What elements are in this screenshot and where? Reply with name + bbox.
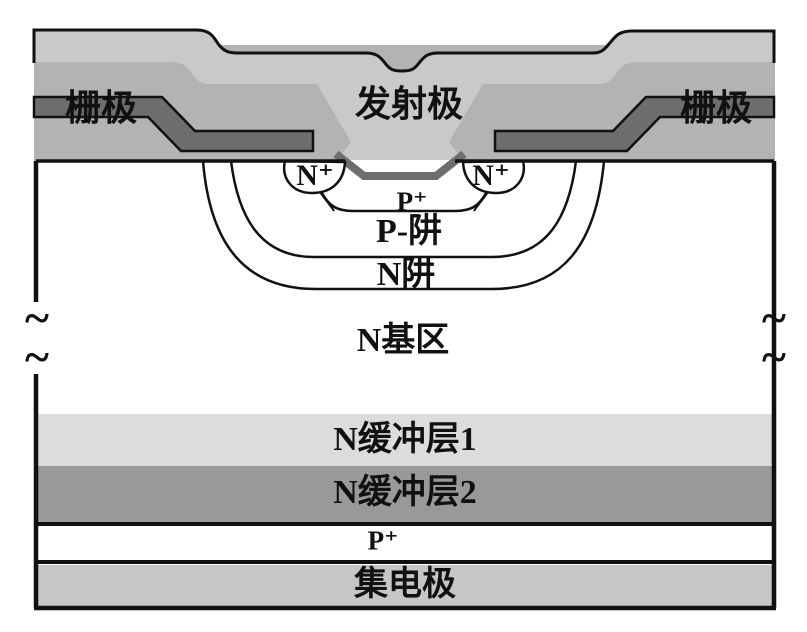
break-mark-left-bottom: ~ [25,331,49,382]
n-base-label: N基区 [356,322,450,359]
break-mark-right-top: ~ [762,292,786,343]
gate-right-label: 栅极 [679,88,753,128]
p-well-label: P-阱 [375,213,443,250]
n-buffer-2-label: N缓冲层2 [333,474,477,511]
n-plus-right-label: N⁺ [472,159,510,192]
n-plus-region-left [282,159,347,195]
p-plus-boundary [320,192,488,213]
emitter-label: 发射极 [354,84,464,124]
n-buffer-layer-1 [38,414,772,466]
collector-layer [38,565,772,606]
p-plus-substrate-label: P⁺ [367,525,399,556]
break-mark-left-top: ~ [25,292,49,343]
n-plus-left-label: N⁺ [296,159,334,192]
n-buffer-1-label: N缓冲层1 [333,421,477,458]
p-well-boundary [229,160,578,259]
n-well-boundary [201,160,606,291]
gate-left-label: 栅极 [64,88,138,128]
gate-poly-left [32,95,315,153]
n-well-label: N阱 [376,256,436,293]
top-passivation-band [34,30,774,84]
body-border [33,161,777,611]
n-base-region [36,160,774,609]
trench-contact-liner [333,150,467,180]
n-buffer-layer-2 [38,466,772,523]
emitter-metal-block [317,84,483,178]
n-plus-region-right [461,159,526,195]
break-mark-right-bottom: ~ [762,331,786,382]
collector-label: 集电极 [354,566,456,603]
p-plus-well-label: P⁺ [396,186,428,217]
top-structure-outline [32,28,776,73]
gate-poly-right [493,95,776,153]
